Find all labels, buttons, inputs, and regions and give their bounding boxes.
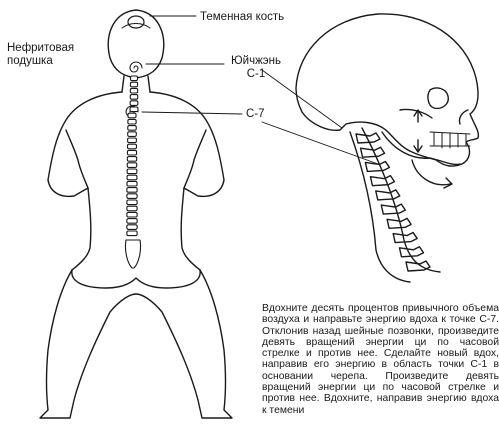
cervical-vertebra: [376, 190, 400, 200]
cervical-vertebra: [406, 261, 430, 271]
cervical-vertebra: [370, 176, 394, 186]
vertebra: [128, 119, 136, 124]
crown-bone-label: Теменная кость: [200, 11, 284, 24]
cervical-vertebra: [365, 161, 389, 171]
vertebra: [127, 231, 137, 236]
vertebra: [127, 175, 137, 180]
vertebra: [127, 150, 136, 155]
vertebra: [128, 132, 137, 137]
vertebra: [127, 219, 137, 224]
c1-name: Юйчжэнь: [226, 55, 286, 68]
vertebra: [130, 107, 138, 112]
skull-profile-illustration: [296, 14, 478, 282]
vertebra: [127, 157, 136, 162]
vertebra: [130, 95, 138, 100]
vertebra: [131, 76, 138, 81]
cervical-vertebra: [399, 247, 423, 257]
vertebra: [130, 82, 137, 87]
vertebra: [127, 163, 137, 168]
jade-pillow-label: Нефритовая подушка: [7, 42, 97, 68]
vertebra: [128, 113, 136, 118]
vertebra: [127, 225, 137, 230]
arrow-down-icon: [414, 140, 422, 152]
leader-lines: [142, 16, 378, 164]
vertebra: [127, 206, 137, 211]
vertebra: [130, 101, 138, 106]
vertebra: [127, 188, 137, 193]
c1-label: Юйчжэнь С-1: [226, 55, 286, 81]
vertebra: [130, 88, 137, 93]
vertebra: [128, 144, 137, 149]
vertebra: [128, 138, 137, 143]
vertebra: [128, 126, 136, 131]
cervical-vertebra: [393, 233, 417, 243]
rotation-arrow-icon: [412, 160, 452, 188]
vertebra: [127, 200, 137, 205]
spine-illustration: [125, 62, 142, 268]
vertebra: [127, 181, 137, 186]
spiral-icon: [130, 62, 142, 72]
vertebra: [127, 169, 137, 174]
instruction-caption: Вдохните десять процентов привычного объ…: [262, 303, 499, 425]
c7-label: С-7: [246, 108, 265, 121]
cervical-vertebra: [381, 204, 405, 214]
cervical-vertebra: [356, 133, 380, 143]
vertebra: [127, 194, 137, 199]
vertebra: [127, 212, 137, 217]
c1-code: С-1: [226, 68, 286, 81]
